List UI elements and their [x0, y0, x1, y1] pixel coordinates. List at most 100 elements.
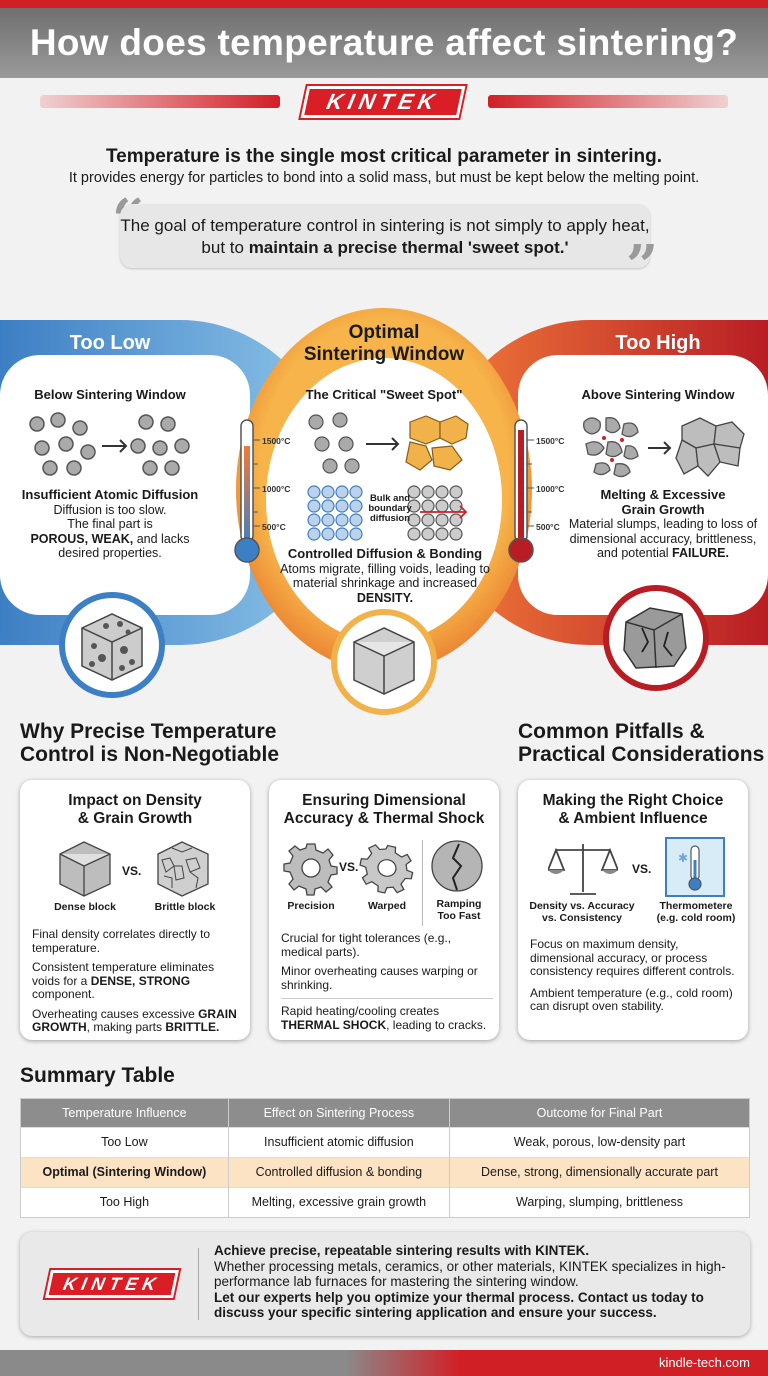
page-title: How does temperature affect sintering?	[29, 22, 739, 63]
balance-label-1: Density vs. Accuracy	[529, 900, 635, 912]
card-accuracy-text: Crucial for tight tolerances (e.g., medi…	[281, 931, 493, 1032]
card-density-p1: Final density correlates directly to tem…	[32, 927, 211, 955]
card-choice-p1: Focus on maximum density, dimensional ac…	[530, 937, 735, 978]
too-high-subtitle: Above Sintering Window	[581, 387, 735, 402]
ramping-label-1: Ramping	[436, 898, 482, 910]
dense-block-label: Dense block	[54, 901, 116, 913]
card-choice-title: Making the Right Choice & Ambient Influe…	[518, 792, 748, 828]
warped-label: Warped	[367, 900, 407, 912]
table-cell: Insufficient atomic diffusion	[227, 1126, 450, 1157]
summary-header-3: Outcome for Final Part	[448, 1099, 749, 1127]
card-density-p2a: Consistent temperature eliminates voids …	[32, 960, 215, 988]
card-choice: Making the Right Choice & Ambient Influe…	[518, 780, 748, 1040]
card-density-p2: Consistent temperature eliminates voids …	[32, 960, 244, 1002]
card-accuracy-title2: Accuracy & Thermal Shock	[283, 810, 485, 827]
card-density-p2c: component.	[32, 987, 95, 1001]
brand-logo: KINTEK	[300, 86, 466, 118]
precision-label: Precision	[287, 900, 335, 912]
thermometer-box-icon: ✱	[665, 837, 725, 897]
bottom-bar	[0, 1350, 768, 1376]
diffusion-label-1: Bulk and	[369, 493, 411, 504]
therm-high-1500: 1500°C	[536, 436, 565, 446]
balance-label-2: vs. Consistency	[542, 912, 622, 924]
too-low-line1: Diffusion is too slow.	[53, 502, 167, 517]
card-accuracy: Ensuring Dimensional Accuracy & Thermal …	[269, 780, 499, 1040]
porous-cube-icon	[81, 613, 143, 681]
table-cell: Controlled diffusion & bonding	[227, 1156, 450, 1187]
therm-low-500: 500°C	[262, 522, 286, 532]
ramping-label: Ramping Too Fast	[419, 898, 499, 922]
close-quote-icon: ”	[626, 233, 659, 299]
slumped-block-icon	[623, 607, 687, 669]
card-accuracy-p3b: THERMAL SHOCK	[281, 1017, 387, 1032]
intro-headline: Temperature is the single most critical …	[105, 146, 663, 167]
optimal-subtitle: The Critical "Sweet Spot"	[305, 387, 463, 402]
card-accuracy-p3: Rapid heating/cooling creates THERMAL SH…	[281, 1004, 493, 1032]
too-low-line2: The final part is	[67, 517, 153, 531]
card-density-title2: & Grain Growth	[77, 810, 193, 827]
cracked-disc-icon	[431, 840, 483, 892]
footer-headline: Achieve precise, repeatable sintering re…	[214, 1243, 590, 1258]
footer-cta: Let our experts help you optimize your t…	[214, 1289, 704, 1321]
too-low-line3: and lacks desired properties.	[58, 531, 190, 561]
card-density-p3c: , making parts	[86, 1020, 166, 1034]
table-cell: Too Low	[21, 1126, 229, 1157]
too-high-description: Melting & Excessive Grain Growth Materia…	[568, 487, 758, 561]
thermometer-high-icon	[508, 419, 534, 563]
card-density-p2b: DENSE, STRONG	[90, 973, 191, 988]
too-high-bold: FAILURE.	[672, 546, 729, 560]
footer-url-link[interactable]: kindle-tech.com	[658, 1355, 750, 1370]
svg-text:✱: ✱	[678, 851, 688, 865]
dense-block-icon	[59, 841, 111, 897]
thermometer-low-icon	[234, 419, 260, 563]
table-row: Optimal (Sintering Window) Controlled di…	[21, 1156, 749, 1187]
card-choice-vs: VS.	[632, 862, 652, 876]
section-left-heading: Why Precise Temperature Control is Non-N…	[20, 720, 279, 766]
card-accuracy-title: Ensuring Dimensional Accuracy & Thermal …	[269, 792, 499, 828]
optimal-text: Atoms migrate, filling voids, leading to…	[280, 561, 490, 591]
section-right-heading: Common Pitfalls & Practical Consideratio…	[518, 720, 764, 766]
therm-high-1000: 1000°C	[536, 484, 565, 494]
card-choice-p2: Ambient temperature (e.g., cold room) ca…	[530, 985, 733, 1013]
section-left-line1: Why Precise Temperature	[20, 720, 277, 743]
sintering-diagram-icon	[307, 412, 469, 541]
card-density-p3b: GRAIN GROWTH	[32, 1006, 237, 1034]
ramping-label-2: Too Fast	[437, 910, 481, 922]
diffusion-label: Bulk and boundary diffusion	[366, 494, 414, 524]
thermometer-box-label-2: (e.g. cold room)	[656, 912, 736, 924]
thermometer-box-label: Thermometere (e.g. cold room)	[646, 900, 746, 924]
card-density-p3a: Overheating causes excessive	[32, 1006, 199, 1021]
card-density: Impact on Density & Grain Growth VS. Den…	[20, 780, 250, 1040]
card-density-vs: VS.	[122, 864, 142, 878]
balance-scale-icon	[548, 844, 618, 895]
optimal-description: Controlled Diffusion & Bonding Atoms mig…	[280, 546, 490, 605]
card-accuracy-p3c: , leading to cracks.	[386, 1017, 487, 1032]
header-banner	[0, 8, 768, 78]
temperature-bands	[0, 308, 768, 715]
thermometer-box-label-1: Thermometere	[659, 900, 733, 912]
section-left-line2: Control is Non-Negotiable	[20, 743, 279, 766]
summary-title: Summary Table	[20, 1064, 175, 1087]
card-density-text: Final density correlates directly to tem…	[32, 927, 244, 1035]
therm-low-1000: 1000°C	[262, 484, 291, 494]
table-row: Too High Melting, excessive grain growth…	[21, 1186, 749, 1217]
too-low-title: Too Low	[69, 332, 151, 354]
card-accuracy-title1: Ensuring Dimensional	[302, 792, 466, 809]
optimal-title-line2: Sintering Window	[303, 344, 465, 365]
quote-bold: maintain a precise thermal 'sweet spot.'	[248, 238, 569, 257]
top-red-bar	[0, 0, 768, 8]
card-choice-text: Focus on maximum density, dimensional ac…	[530, 937, 742, 1014]
section-right-line1: Common Pitfalls &	[518, 720, 705, 743]
card-choice-title2: & Ambient Influence	[558, 810, 708, 827]
warped-gear-icon	[359, 844, 414, 894]
table-cell: Weak, porous, low-density part	[448, 1126, 749, 1157]
diffusion-label-3: diffusion	[369, 513, 411, 524]
card-divider	[422, 840, 423, 926]
card-accuracy-p3a: Rapid heating/cooling creates	[281, 1004, 440, 1018]
footer-brand-logo: KINTEK	[45, 1270, 179, 1298]
dense-cube-icon	[353, 627, 415, 695]
card-density-p3: Overheating causes excessive GRAIN GROWT…	[32, 1006, 244, 1035]
summary-header-1: Temperature Influence	[21, 1099, 229, 1127]
grain-growth-icon	[583, 417, 745, 478]
loose-particles-icon	[29, 412, 190, 476]
